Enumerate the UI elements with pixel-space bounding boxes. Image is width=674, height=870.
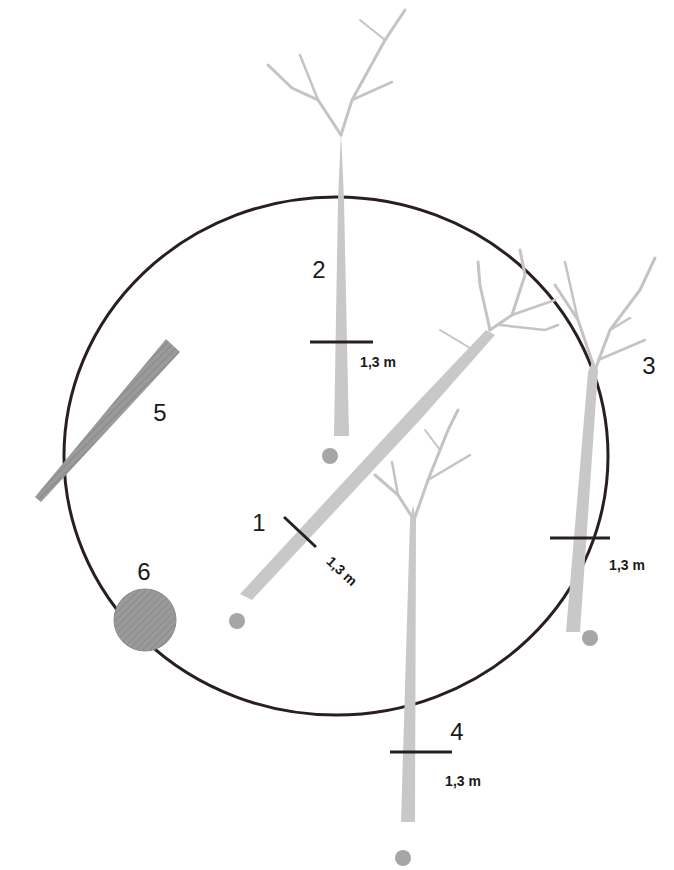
callout-number: 2 <box>312 258 325 282</box>
height-mark: 1,3 m <box>445 774 481 788</box>
stem-foot-dots <box>229 448 598 866</box>
tree-trunks <box>240 132 598 822</box>
height-mark: 1,3 m <box>324 554 360 589</box>
callout-number: 1 <box>252 511 265 535</box>
stump <box>114 589 176 651</box>
tree-crowns <box>268 10 655 520</box>
plot-circle <box>64 197 608 715</box>
height-mark: 1,3 m <box>360 355 396 369</box>
height-mark: 1,3 m <box>609 558 645 572</box>
callout-number: 5 <box>153 401 166 425</box>
callout-number: 6 <box>137 560 150 584</box>
callout-number: 4 <box>450 720 463 744</box>
lying-log <box>35 339 180 502</box>
breast-height-marks <box>284 342 610 752</box>
callout-number: 3 <box>642 354 655 378</box>
